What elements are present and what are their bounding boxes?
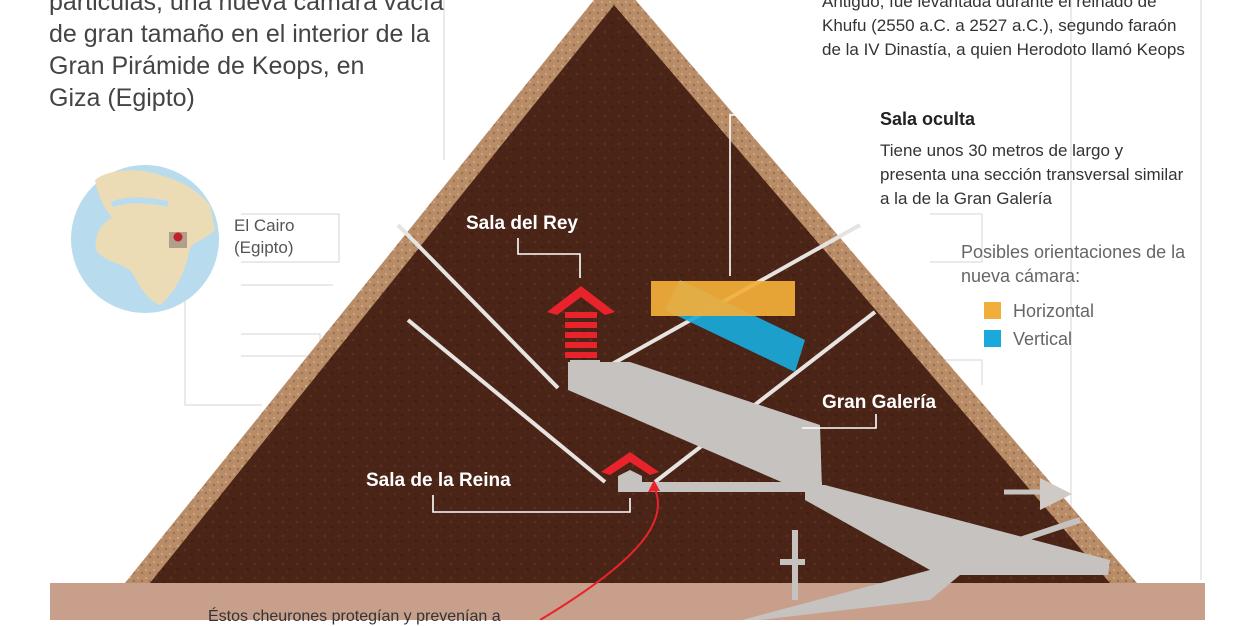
- legend-label-vertical: Vertical: [1013, 329, 1073, 349]
- globe-map: [71, 165, 219, 313]
- hidden-room-title: Sala oculta: [880, 109, 976, 129]
- legend-swatch-horizontal: [984, 302, 1001, 319]
- cairo-label: El Cairo (Egipto): [234, 216, 295, 257]
- legend-title: Posibles orientaciones de la nueva cámar…: [961, 242, 1186, 286]
- queens-passage: [618, 482, 822, 492]
- grand-gallery-label: Gran Galería: [822, 392, 937, 413]
- pyramid-interior: [150, 5, 1110, 583]
- grand-gallery-shape: [568, 362, 822, 490]
- chevron-arrow: [539, 486, 659, 620]
- queens-chamber-roof: [601, 452, 659, 475]
- pyramid-info-text: Antiguo, fue levantada durante el reinad…: [822, 0, 1185, 59]
- kings-chamber-label: Sala del Rey: [466, 213, 578, 234]
- queens-chamber-label: Sala de la Reina: [366, 470, 511, 491]
- leader-lines: [432, 238, 877, 513]
- descending-passage: [742, 485, 1110, 620]
- chevron-note: Éstos cheurones protegían y prevenían a: [208, 608, 501, 625]
- kings-chamber-chevrons: [547, 286, 615, 358]
- legend-label-horizontal: Horizontal: [1013, 301, 1095, 321]
- queens-chamber: [618, 470, 642, 492]
- kings-chamber: [570, 360, 600, 390]
- horizontal-orientation-box: [651, 281, 795, 316]
- legend-swatch-vertical: [984, 330, 1001, 347]
- ground: [50, 583, 1205, 620]
- intro-line: Gran Pirámide de Keops, en: [49, 52, 365, 80]
- hidden-room-description: Tiene unos 30 metros de largo y presenta…: [880, 141, 1184, 208]
- intro-line: Giza (Egipto): [49, 84, 195, 112]
- intro-line: de gran tamaño en el interior de la: [49, 20, 430, 48]
- intro-text: particulas, una nueva cámara vacía de gr…: [49, 0, 444, 114]
- corridors: [568, 362, 1110, 620]
- intro-line: particulas, una nueva cámara vacía: [49, 0, 444, 16]
